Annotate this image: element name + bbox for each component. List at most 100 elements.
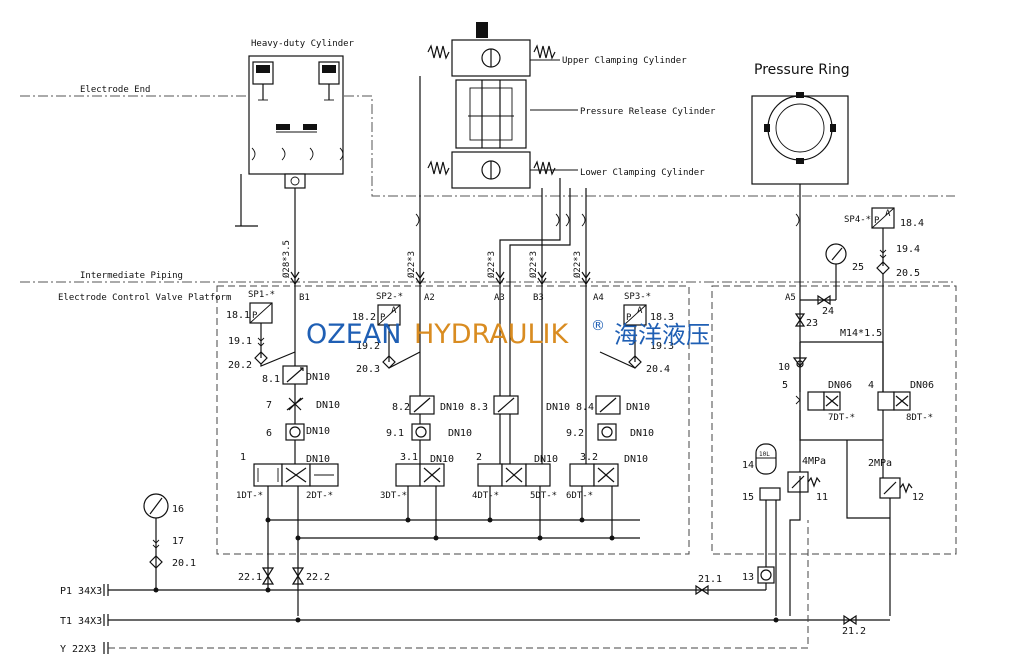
label-14: 14: [742, 460, 754, 471]
pressure-sensor-sp3: P A: [599, 304, 647, 369]
ball-valve-22-2: [291, 567, 305, 585]
relief-valve-12: [879, 477, 913, 499]
label-18-1: 18.1: [226, 310, 250, 321]
right-lower-lines: [765, 476, 801, 616]
label-22-1: 22.1: [238, 572, 262, 583]
watermark-ozean: OZEAN: [306, 319, 401, 350]
pressure-ring-label: Pressure Ring: [754, 62, 850, 78]
label-16: 16: [172, 504, 184, 515]
line-t1: T1 34X3: [60, 616, 102, 627]
throttle-check-8-1: [282, 365, 308, 385]
directional-valve-2: [477, 463, 551, 487]
directional-valve-4: [877, 391, 911, 411]
pipe-size-b1: Ø28*3.5: [281, 240, 292, 278]
label-7: 7: [266, 400, 272, 411]
dn10-8-2: DN10: [440, 402, 464, 413]
dn10-1: DN10: [306, 454, 330, 465]
dn10-9-2: DN10: [630, 428, 654, 439]
sol-5dt: 5DT-*: [530, 491, 557, 501]
spec-4mpa: 4MPa: [802, 456, 826, 467]
dn10-2: DN10: [534, 454, 558, 465]
label-8-4: 8.4: [576, 402, 594, 413]
label-9-2: 9.2: [566, 428, 584, 439]
check-valve-13: [757, 566, 775, 584]
label-6: 6: [266, 428, 272, 439]
label-19-1: 19.1: [228, 336, 252, 347]
pressure-sensor-sp2: P A: [377, 304, 421, 369]
svg-text:P: P: [380, 313, 386, 323]
sol-1dt: 1DT-*: [236, 491, 263, 501]
sol-6dt: 6DT-*: [566, 491, 593, 501]
label-20-5: 20.5: [896, 268, 920, 279]
sol-7dt: 7DT-*: [828, 413, 855, 423]
relief-valve-11: [787, 471, 821, 493]
check-valve-6: [285, 423, 305, 441]
throttle-check-8-3: [493, 395, 519, 415]
directional-valve-5: [795, 391, 841, 411]
label-2: 2: [476, 452, 482, 463]
label-20-2: 20.2: [228, 360, 252, 371]
dn10-7: DN10: [316, 400, 340, 411]
pipe-size-a3: Ø22*3: [486, 251, 497, 278]
port-b3: B3: [533, 293, 544, 303]
intermediate-piping-label: Intermediate Piping: [80, 271, 183, 281]
port-b1: B1: [299, 293, 310, 303]
label-20-1: 20.1: [172, 558, 196, 569]
port-a3: A3: [494, 293, 505, 303]
label-12: 12: [912, 492, 924, 503]
pipe-connectors: [290, 271, 591, 286]
throttle-valve-7: [286, 397, 304, 411]
port-a4: A4: [593, 293, 604, 303]
port-a5: A5: [785, 293, 796, 303]
label-20-4: 20.4: [646, 364, 670, 375]
label-3-1: 3.1: [400, 452, 418, 463]
dn10-8-3: DN10: [546, 402, 570, 413]
svg-text:A: A: [391, 306, 397, 316]
label-11: 11: [816, 492, 828, 503]
label-18-4: 18.4: [900, 218, 924, 229]
directional-valve-1: [253, 463, 339, 487]
pressure-sensor-sp1: P: [249, 302, 296, 367]
watermark-cn: 海洋液压: [614, 321, 710, 349]
dn10-8-1: DN10: [306, 372, 330, 383]
dn10-9-1: DN10: [448, 428, 472, 439]
sol-4dt: 4DT-*: [472, 491, 499, 501]
ball-valve-22-1: [261, 567, 275, 585]
label-18-3: 18.3: [650, 312, 674, 323]
dn10-3-1: DN10: [430, 454, 454, 465]
label-4: 4: [868, 380, 874, 391]
label-18-2: 18.2: [352, 312, 376, 323]
label-19-4: 19.4: [896, 244, 920, 255]
label-8-3: 8.3: [470, 402, 488, 413]
label-19-3: 19.3: [650, 341, 674, 352]
sensor-sp3-label: SP3-*: [624, 292, 651, 302]
relief-12-lines: [846, 440, 891, 616]
directional-valve-3-1: [395, 463, 445, 487]
pressure-ring: [751, 92, 849, 476]
label-21-2: 21.2: [842, 626, 866, 637]
right-circuit-lines: [799, 342, 884, 478]
label-1: 1: [240, 452, 246, 463]
sol-3dt: 3DT-*: [380, 491, 407, 501]
label-19-2: 19.2: [356, 341, 380, 352]
valve-platform-label: Electrode Control Valve Platform: [58, 293, 231, 303]
clamping-cylinder-assembly: [415, 22, 587, 476]
label-8-2: 8.2: [392, 402, 410, 413]
spec-2mpa: 2MPa: [868, 458, 892, 469]
line-y: Y 22X3: [60, 644, 96, 655]
label-20-3: 20.3: [356, 364, 380, 375]
label-15: 15: [742, 492, 754, 503]
valve-platform-frame: [216, 285, 690, 555]
dn06-5: DN06: [828, 380, 852, 391]
svg-text:A: A: [885, 209, 891, 219]
sensor-sp1-label: SP1-*: [248, 290, 275, 300]
label-3-2: 3.2: [580, 452, 598, 463]
watermark-hydraulik: HYDRAULIK: [414, 319, 569, 350]
dn06-4: DN06: [910, 380, 934, 391]
throttle-check-8-2: [409, 395, 435, 415]
label-10: 10: [778, 362, 790, 373]
dn10-3-2: DN10: [624, 454, 648, 465]
svg-text:A: A: [637, 306, 643, 316]
svg-text:10L: 10L: [759, 451, 770, 458]
